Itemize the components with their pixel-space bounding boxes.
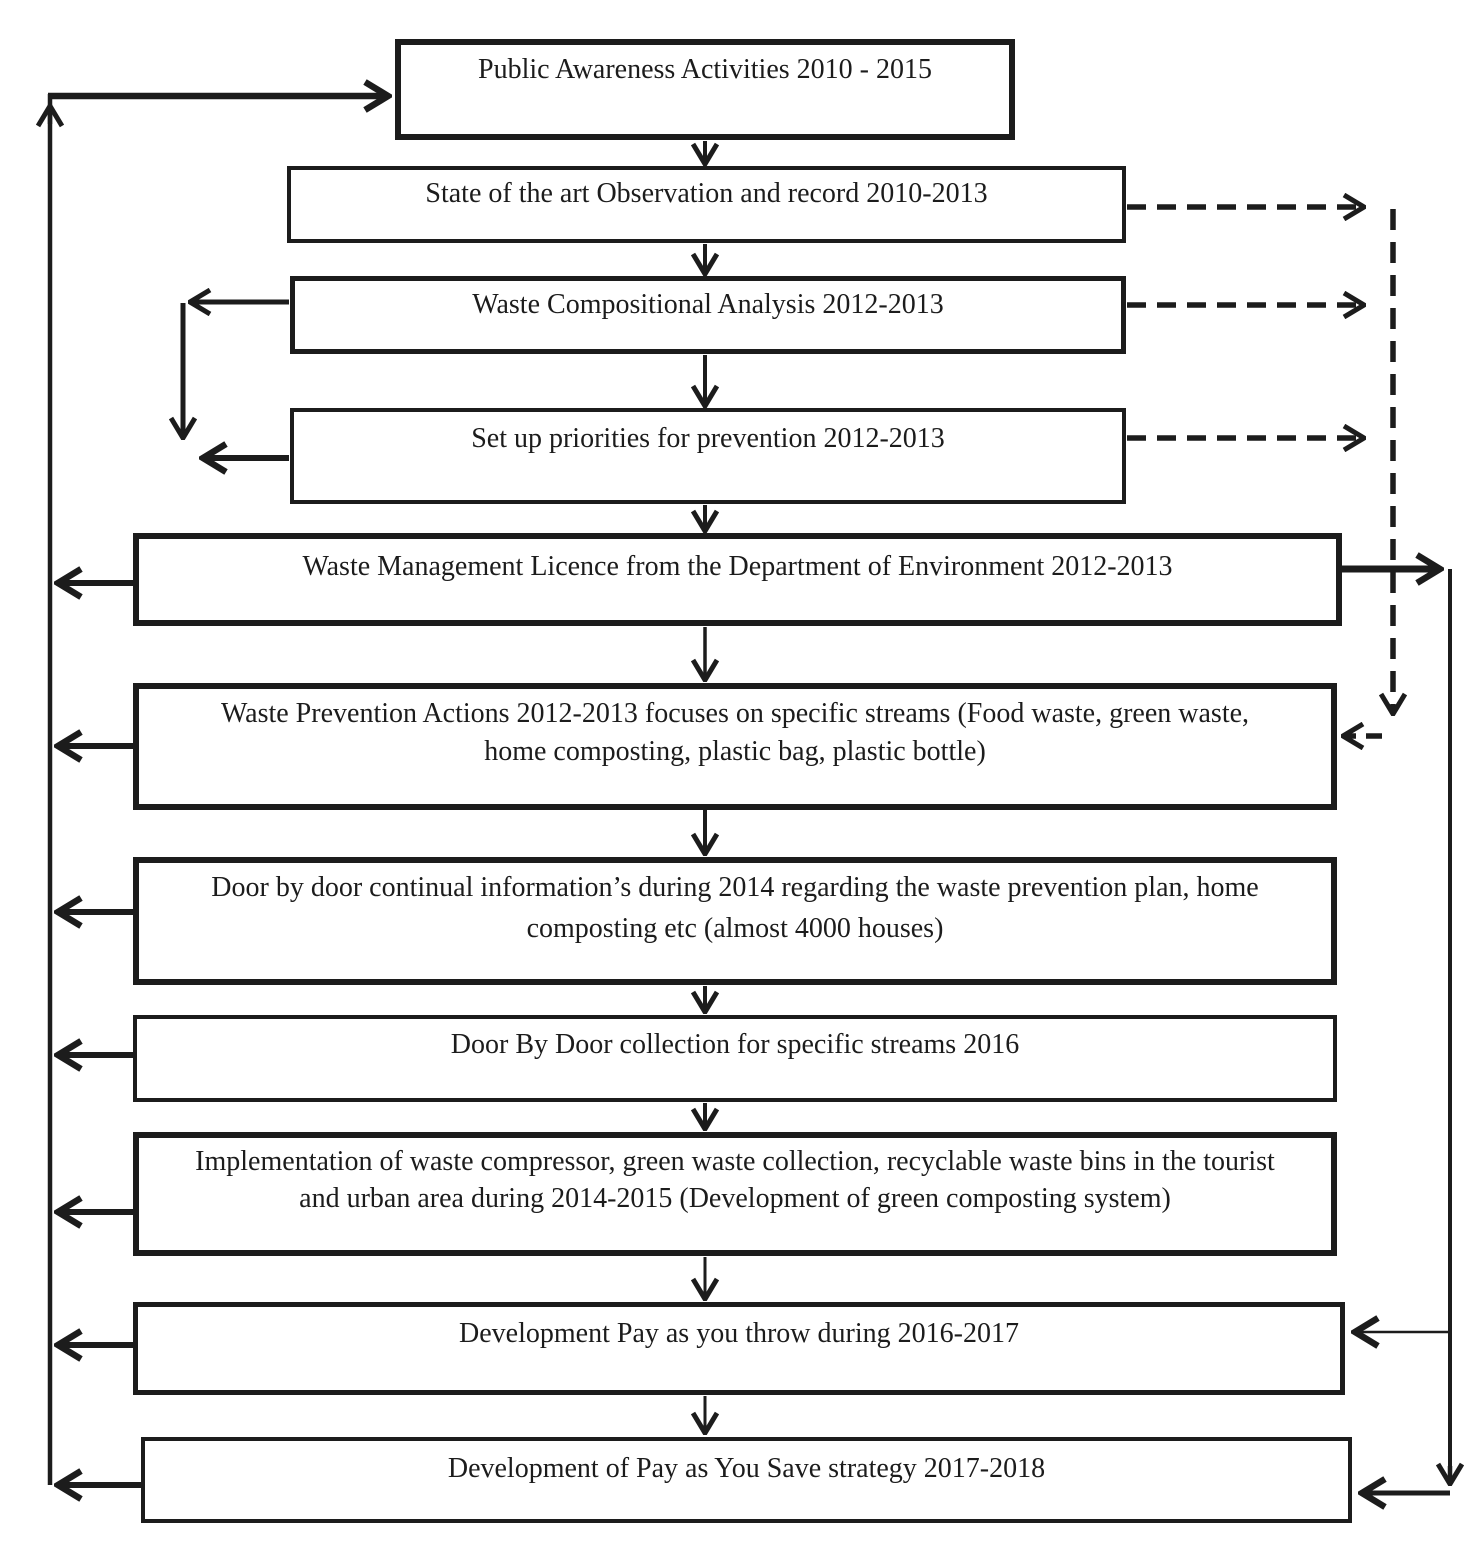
box-set-up-priorities-label: Set up priorities for prevention 2012-20… xyxy=(471,423,945,454)
box-public-awareness: Public Awareness Activities 2010 - 2015 xyxy=(395,39,1015,140)
box-waste-prevention-actions-line1: Waste Prevention Actions 2012-2013 focus… xyxy=(220,698,1250,729)
box-door-by-door-information: Door by door continual information’s dur… xyxy=(133,857,1337,985)
box-door-by-door-information-line2: composting etc (almost 4000 houses) xyxy=(526,912,944,944)
box-waste-compositional-analysis-label: Waste Compositional Analysis 2012-2013 xyxy=(472,289,944,320)
box-waste-management-licence: Waste Management Licence from the Depart… xyxy=(133,533,1342,626)
box-door-by-door-information-line1: Door by door continual information’s dur… xyxy=(211,872,1259,903)
box-door-by-door-collection: Door By Door collection for specific str… xyxy=(133,1015,1337,1102)
box-implementation-compressor-line1: Implementation of waste compressor, gree… xyxy=(195,1146,1275,1177)
box-state-of-the-art-observation-label: State of the art Observation and record … xyxy=(425,178,988,209)
box-pay-as-you-save-label: Development of Pay as You Save strategy … xyxy=(447,1453,1046,1484)
box-waste-prevention-actions: Waste Prevention Actions 2012-2013 focus… xyxy=(133,683,1337,810)
box-state-of-the-art-observation: State of the art Observation and record … xyxy=(287,166,1126,243)
box-implementation-compressor-line2: and urban area during 2014-2015 (Develop… xyxy=(299,1182,1171,1214)
box-set-up-priorities: Set up priorities for prevention 2012-20… xyxy=(290,408,1126,504)
box-pay-as-you-throw-label: Development Pay as you throw during 2016… xyxy=(459,1318,1019,1349)
box-waste-management-licence-label: Waste Management Licence from the Depart… xyxy=(302,551,1173,582)
box-implementation-compressor: Implementation of waste compressor, gree… xyxy=(133,1132,1337,1256)
box-waste-prevention-actions-line2: home composting, plastic bag, plastic bo… xyxy=(484,736,986,768)
box-pay-as-you-save: Development of Pay as You Save strategy … xyxy=(141,1437,1352,1523)
box-waste-compositional-analysis: Waste Compositional Analysis 2012-2013 xyxy=(290,276,1126,354)
box-pay-as-you-throw: Development Pay as you throw during 2016… xyxy=(133,1302,1345,1395)
box-door-by-door-collection-label: Door By Door collection for specific str… xyxy=(450,1029,1020,1060)
box-public-awareness-label: Public Awareness Activities 2010 - 2015 xyxy=(478,54,932,85)
